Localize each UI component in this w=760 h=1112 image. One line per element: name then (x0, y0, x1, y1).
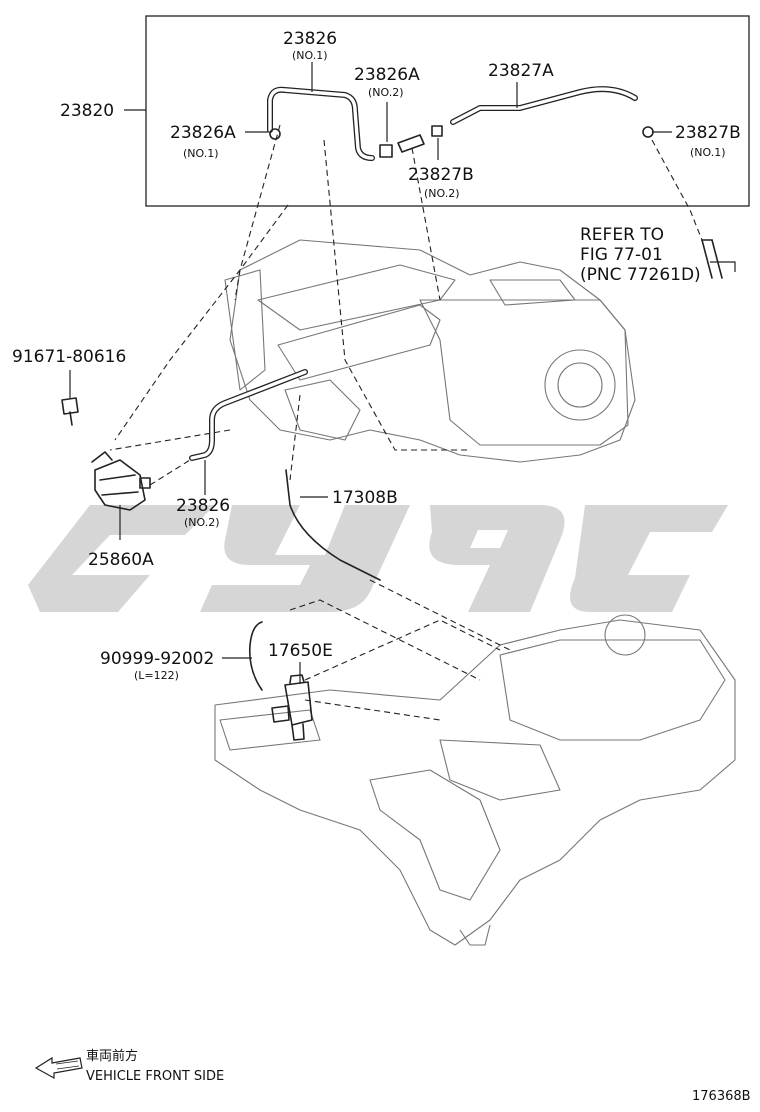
refer-line-2: FIG 77-01 (580, 245, 663, 265)
note-23826-top: (NO.1) (292, 49, 328, 62)
clip-23826A-no1 (269, 128, 281, 140)
vsv-25860A (91, 451, 151, 511)
vsv-17650E (271, 674, 313, 741)
label-17308B: 17308B (332, 488, 398, 508)
watermark (28, 505, 728, 612)
note-23826A-top: (NO.2) (368, 86, 404, 99)
direction-en: VEHICLE FRONT SIDE (86, 1069, 224, 1084)
reference-tube (701, 239, 723, 279)
label-25860A: 25860A (88, 550, 154, 570)
label-23827B-right: 23827B (675, 123, 741, 143)
hose-23826-no1 (267, 86, 375, 161)
dashed-leaders (109, 124, 703, 721)
hose-kit-box (145, 15, 750, 207)
clip-23826A-no2 (379, 144, 393, 158)
note-23826-mid: (NO.2) (184, 516, 220, 529)
note-90999: (L=122) (134, 669, 179, 682)
label-23820: 23820 (60, 101, 114, 121)
engine-outline (214, 239, 736, 946)
hose-17308B (285, 469, 381, 581)
refer-line-1: REFER TO (580, 225, 664, 245)
connector-23827B-no2 (397, 125, 443, 153)
note-23827B-mid: (NO.2) (424, 187, 460, 200)
arrow-left-icon (34, 1056, 83, 1080)
direction-jp: 車両前方 (86, 1048, 138, 1064)
label-23826-top: 23826 (283, 29, 337, 49)
note-23827B-right: (NO.1) (690, 146, 726, 159)
hose-90999-92002 (248, 621, 263, 691)
label-91671: 91671-80616 (12, 347, 126, 367)
bolt-91671 (61, 397, 79, 426)
label-17650E: 17650E (268, 641, 333, 661)
refer-line-3: (PNC 77261D) (580, 265, 701, 285)
label-90999: 90999-92002 (100, 649, 214, 669)
hose-23827A (450, 86, 638, 125)
leader-lines (69, 62, 736, 684)
figure-number: 176368B (692, 1089, 751, 1104)
label-23826-mid: 23826 (176, 496, 230, 516)
label-23826A-left: 23826A (170, 123, 236, 143)
note-23826A-left: (NO.1) (183, 147, 219, 160)
label-23827B-mid: 23827B (408, 165, 474, 185)
clip-23827B-no1 (642, 126, 654, 138)
label-23827A: 23827A (488, 61, 554, 81)
label-23826A-top: 23826A (354, 65, 420, 85)
hose-23826-no2 (189, 369, 308, 461)
